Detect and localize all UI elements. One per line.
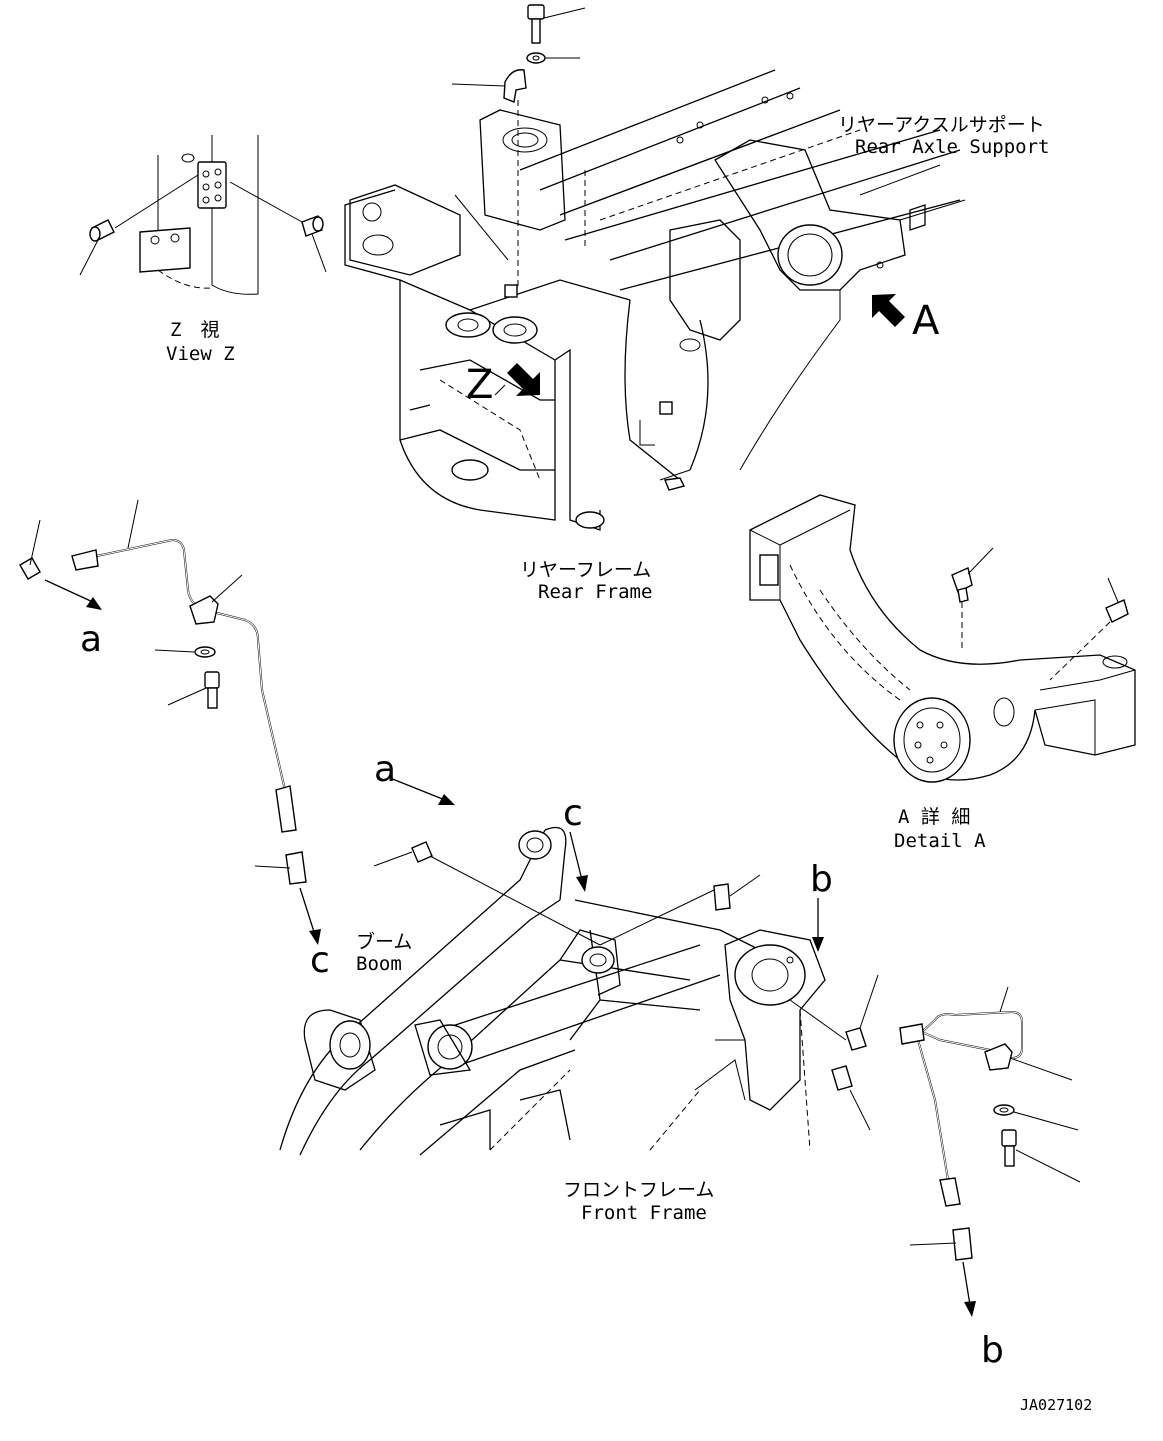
grease-fitting-icon <box>89 219 115 242</box>
clamp-icon <box>503 69 527 103</box>
rear-axle-support-en-label: Rear Axle Support <box>855 136 1049 158</box>
marker-b-bottom: b <box>981 1330 1004 1371</box>
marker-b-top: b <box>810 859 833 900</box>
detail-a-en-label: Detail A <box>894 830 986 852</box>
grease-fitting-icon <box>411 841 433 863</box>
marker-a-center: a <box>374 749 396 790</box>
left-grease-line-assembly: a c <box>19 499 330 981</box>
marker-c-left: c <box>310 940 330 981</box>
front-frame-jp-label: フロントフレーム <box>563 1179 714 1201</box>
view-a-marker: A <box>912 298 940 344</box>
grease-fitting-icon <box>831 1065 853 1091</box>
detail-a-drawing: A 詳 細 Detail A <box>749 494 1136 852</box>
marker-a-left: a <box>80 619 102 660</box>
right-grease-line-assembly: b <box>899 986 1081 1371</box>
rear-frame-drawing: A Z リヤーアクスルサポート Rear Axle Support リヤーフレー… <box>344 4 1049 603</box>
rear-axle-support-jp-label: リヤーアクスルサポート <box>838 114 1045 136</box>
grease-fitting-icon <box>713 883 731 911</box>
view-z-detail: Z 視 View Z <box>79 135 327 365</box>
bolt-icon <box>1001 1129 1017 1167</box>
washer-icon <box>526 52 546 64</box>
grease-fitting-icon <box>845 1027 867 1051</box>
front-frame-drawing: a c b ブーム Boom フロントフレーム Front Frame <box>279 749 879 1224</box>
marker-c-center: c <box>563 793 583 834</box>
front-frame-en-label: Front Frame <box>581 1202 707 1224</box>
view-z-arrow-icon <box>507 363 540 396</box>
grease-fitting-icon <box>899 1023 925 1045</box>
rear-frame-en-label: Rear Frame <box>538 581 652 603</box>
washer-icon <box>194 646 216 658</box>
grease-fitting-icon <box>19 549 99 580</box>
clamp-icon <box>189 595 219 625</box>
view-z-jp-label: Z 視 <box>170 319 219 341</box>
grease-fitting-icon <box>275 785 307 885</box>
view-a-arrow-icon <box>872 294 905 327</box>
rear-frame-jp-label: リヤーフレーム <box>520 559 651 581</box>
boom-jp-label: ブーム <box>356 930 412 953</box>
view-z-marker: Z <box>466 362 493 408</box>
view-z-en-label: View Z <box>166 343 235 365</box>
washer-icon <box>993 1104 1015 1116</box>
bolt-icon <box>204 671 220 709</box>
grease-fitting-icon <box>1105 599 1129 623</box>
clamp-icon <box>984 1043 1013 1071</box>
drawing-number: JA027102 <box>1020 1396 1092 1414</box>
grease-fitting-icon <box>951 567 973 603</box>
grease-fitting-icon <box>939 1177 973 1261</box>
grease-fitting-icon <box>301 215 324 237</box>
boom-en-label: Boom <box>356 953 402 975</box>
detail-a-jp-label: A 詳 細 <box>898 806 970 828</box>
bolt-icon <box>527 4 545 44</box>
